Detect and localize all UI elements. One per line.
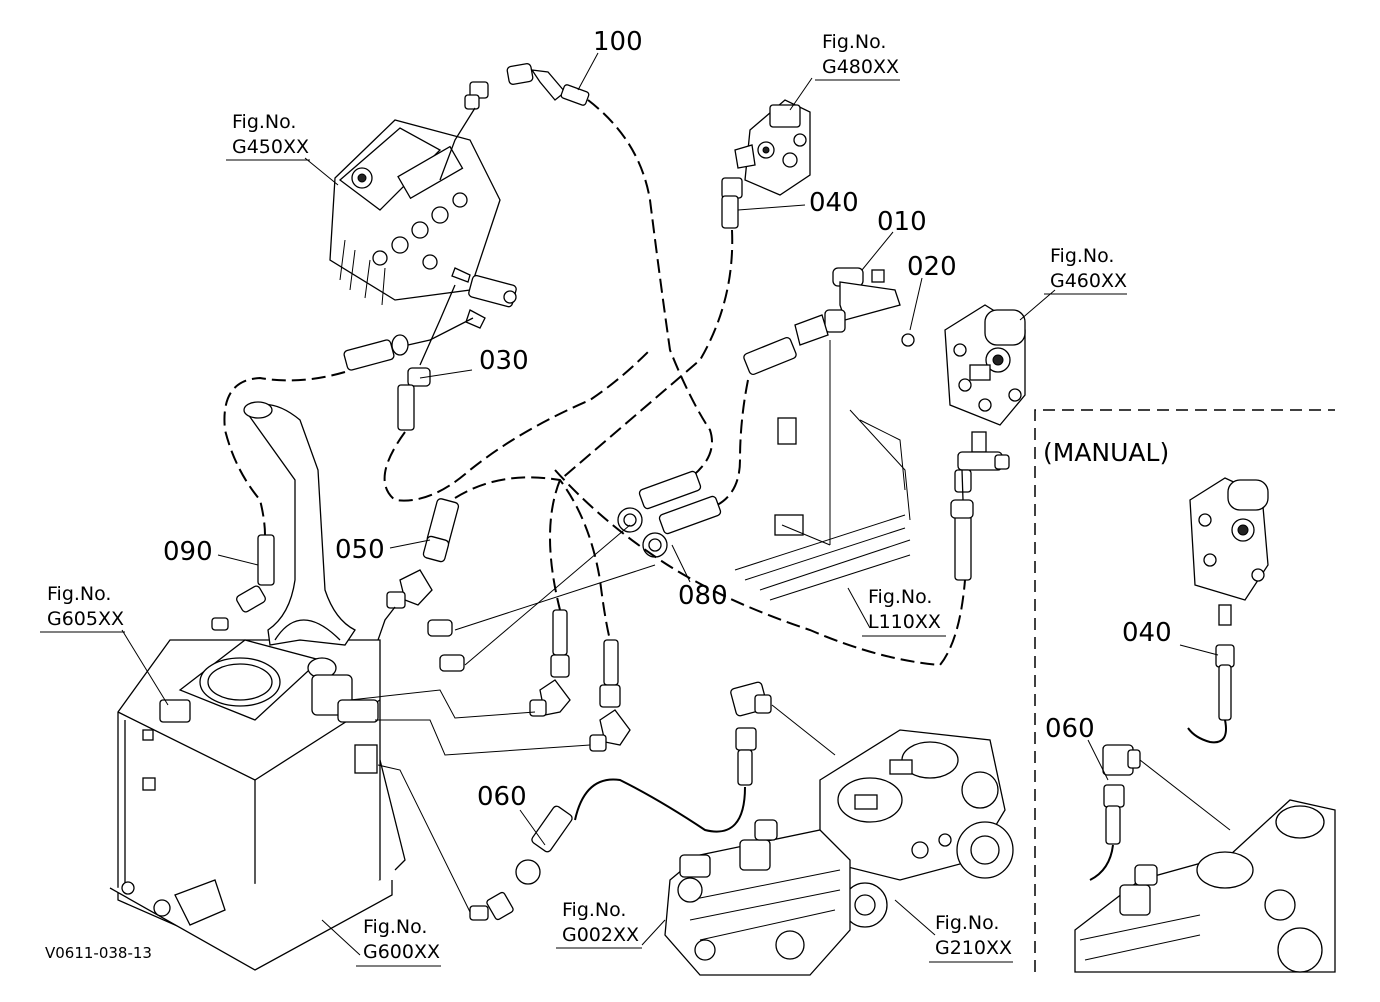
- svg-text:G480XX: G480XX: [822, 56, 899, 78]
- control-valve-g450: [329, 119, 517, 308]
- figref-g210: Fig.No. G210XX: [929, 912, 1013, 963]
- callout-100: 100: [593, 27, 643, 57]
- hose-050: [377, 476, 631, 752]
- svg-text:Fig.No.: Fig.No.: [363, 916, 427, 938]
- svg-text:Fig.No.: Fig.No.: [47, 583, 111, 605]
- pump-g002: [664, 819, 851, 976]
- callout-040: 040: [809, 188, 859, 218]
- callout-030: 030: [479, 346, 529, 376]
- frame-l110: [734, 340, 911, 601]
- svg-text:Fig.No.: Fig.No.: [935, 912, 999, 934]
- hose-060: [515, 681, 836, 885]
- callout-090: 090: [163, 537, 213, 567]
- manual-frame: [1034, 409, 1335, 972]
- svg-text:Fig.No.: Fig.No.: [822, 31, 886, 53]
- svg-text:Fig.No.: Fig.No.: [868, 586, 932, 608]
- pump-g210: [819, 729, 1014, 928]
- figref-g480: Fig.No. G480XX: [815, 31, 900, 81]
- figref-g450: Fig.No. G450XX: [226, 111, 310, 161]
- tank-fittings: [349, 524, 656, 921]
- hose-090: [211, 317, 474, 631]
- hose-080: [554, 379, 974, 667]
- figref-g002: Fig.No. G002XX: [556, 899, 642, 949]
- filler-neck: [243, 401, 356, 646]
- figref-g605: Fig.No. G605XX: [40, 583, 125, 633]
- valve-g460: [944, 304, 1026, 426]
- callout-010: 010: [877, 207, 927, 237]
- callout-080: 080: [678, 581, 728, 611]
- valve-g480: [721, 99, 811, 199]
- svg-text:Fig.No.: Fig.No.: [562, 899, 626, 921]
- manual-label: (MANUAL): [1043, 438, 1169, 467]
- svg-text:G450XX: G450XX: [232, 136, 309, 158]
- svg-text:G210XX: G210XX: [935, 937, 1012, 959]
- callout-040-manual: 040: [1122, 618, 1172, 648]
- svg-text:G605XX: G605XX: [47, 608, 124, 630]
- figref-g600: Fig.No. G600XX: [356, 916, 441, 967]
- figref-g460: Fig.No. G460XX: [1044, 245, 1127, 295]
- leader-lines: [121, 52, 1219, 956]
- svg-text:Fig.No.: Fig.No.: [232, 111, 296, 133]
- hose-030: [383, 284, 651, 502]
- svg-text:G002XX: G002XX: [562, 924, 639, 946]
- oil-tank-g600: [109, 639, 406, 971]
- drawing-code: V0611-038-13: [45, 944, 152, 962]
- callout-050: 050: [335, 535, 385, 565]
- svg-text:G460XX: G460XX: [1050, 270, 1127, 292]
- hose-100: [439, 63, 713, 486]
- callout-060: 060: [477, 782, 527, 812]
- svg-text:G600XX: G600XX: [363, 941, 440, 963]
- figref-l110: Fig.No. L110XX: [862, 586, 946, 637]
- svg-text:Fig.No.: Fig.No.: [1050, 245, 1114, 267]
- manual-pump: [1074, 799, 1336, 973]
- callout-060-manual: 060: [1045, 714, 1095, 744]
- fitting-010-020: [743, 267, 915, 376]
- manual-hoses: [1089, 644, 1235, 881]
- manual-valve: [1189, 477, 1269, 626]
- svg-text:L110XX: L110XX: [868, 611, 941, 633]
- hose-040: [529, 195, 739, 717]
- callout-020: 020: [907, 252, 957, 282]
- tee-fitting: [954, 431, 1010, 493]
